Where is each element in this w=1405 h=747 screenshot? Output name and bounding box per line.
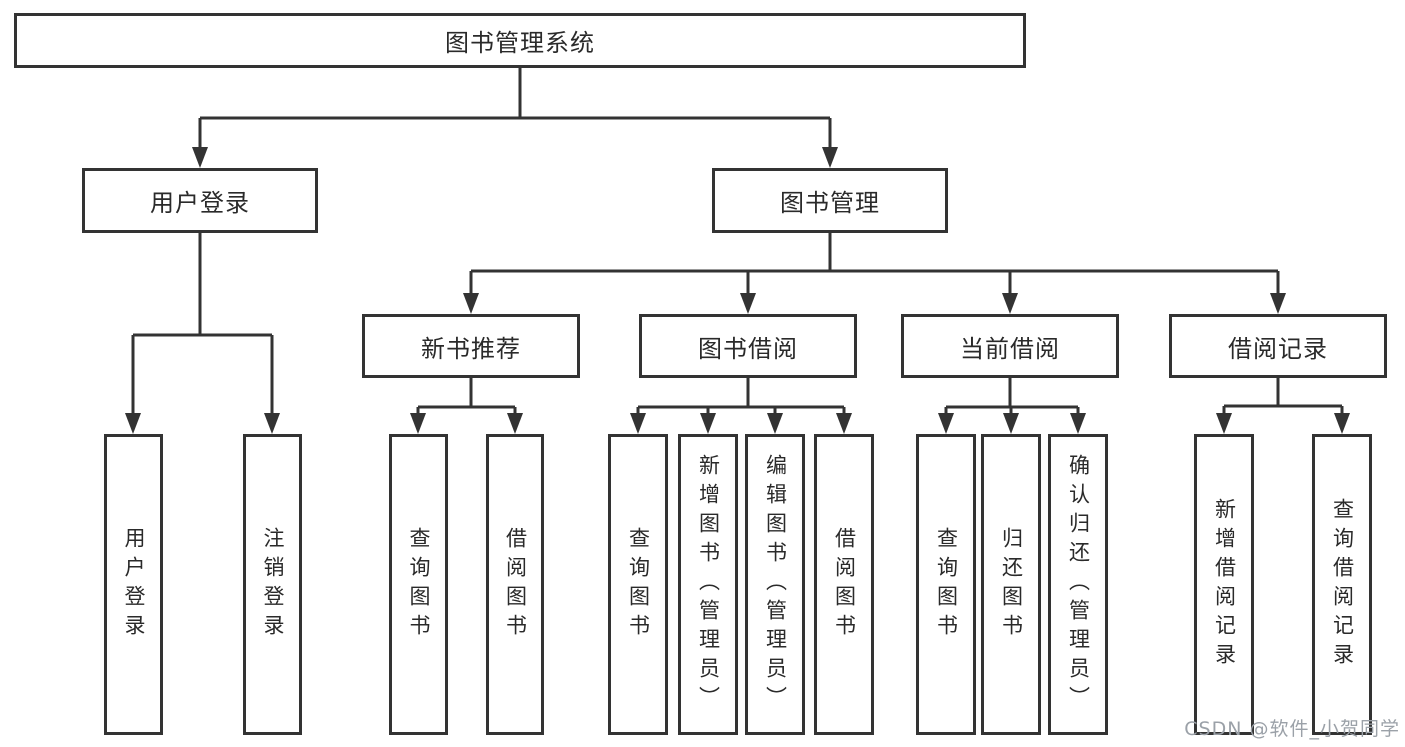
node-borrowing-records: 借阅记录 [1169,314,1387,378]
leaf-query-books-current: 查询图书 [916,434,976,735]
arrowheads [125,147,1350,434]
leaf-query-borrow-record: 查询借阅记录 [1312,434,1372,735]
leaf-borrow-books-recommend: 借阅图书 [486,434,544,735]
leaf-user-login: 用户登录 [104,434,163,735]
node-user-login: 用户登录 [82,168,318,233]
node-book-management: 图书管理 [712,168,948,233]
leaf-query-books-recommend: 查询图书 [389,434,448,735]
leaf-query-books-borrow: 查询图书 [608,434,668,735]
csdn-watermark: CSDN @软件_小贺同学 [1184,718,1400,740]
node-current-borrowing: 当前借阅 [901,314,1119,378]
leaf-confirm-return-admin: 确认归还（管理员） [1048,434,1108,735]
leaf-borrow-books: 借阅图书 [814,434,874,735]
leaf-add-borrow-record: 新增借阅记录 [1194,434,1254,735]
leaf-return-books: 归还图书 [981,434,1041,735]
node-book-borrowing: 图书借阅 [639,314,857,378]
leaf-edit-books-admin: 编辑图书（管理员） [745,434,805,735]
node-root: 图书管理系统 [14,13,1026,68]
leaf-add-books-admin: 新增图书（管理员） [678,434,738,735]
connector-paths [131,68,1344,416]
leaf-logout: 注销登录 [243,434,302,735]
node-new-book-recommendation: 新书推荐 [362,314,580,378]
